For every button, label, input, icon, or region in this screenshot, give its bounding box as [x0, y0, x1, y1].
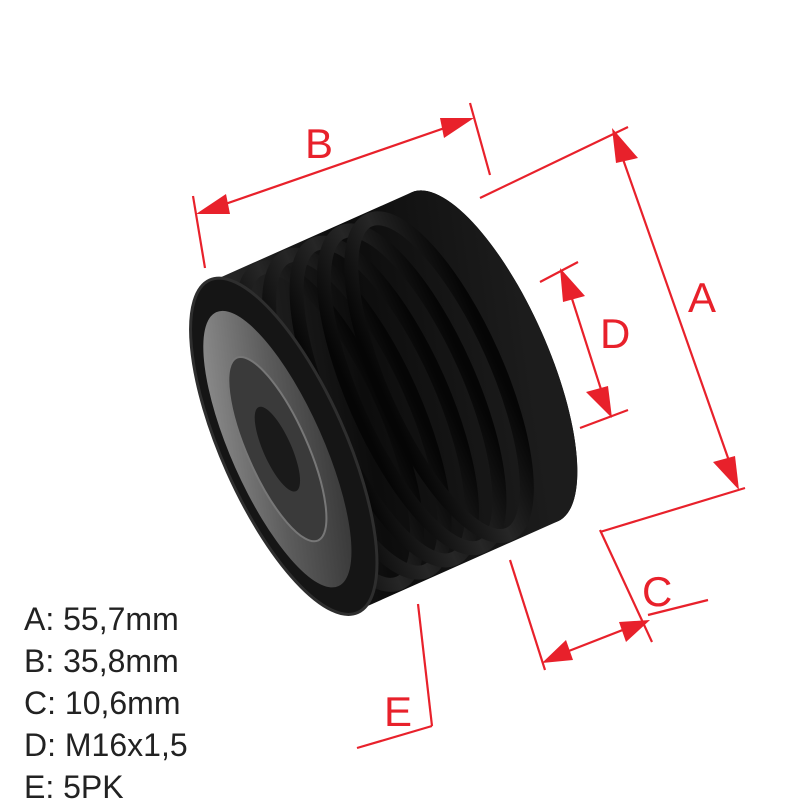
spec-list: A: 55,7mm B: 35,8mm C: 10,6mm D: M16x1,5…: [24, 598, 188, 808]
dimension-b: B: [191, 102, 492, 269]
front-face-hub: [254, 406, 301, 492]
label-d: D: [600, 310, 630, 357]
dimension-e: E: [356, 603, 434, 750]
spec-c: C: 10,6mm: [24, 685, 181, 721]
spec-a: A: 55,7mm: [24, 601, 179, 637]
spec-d: D: M16x1,5: [24, 727, 188, 763]
dimension-a: A: [479, 126, 746, 534]
label-e: E: [384, 688, 412, 735]
label-b: B: [305, 120, 333, 167]
pulley-illustration: [189, 190, 578, 616]
dimension-d: D: [539, 261, 630, 430]
spec-b: B: 35,8mm: [24, 643, 179, 679]
dimension-c: C: [508, 529, 709, 671]
spec-e: E: 5PK: [24, 769, 124, 805]
label-a: A: [688, 274, 716, 321]
label-c: C: [642, 568, 672, 615]
